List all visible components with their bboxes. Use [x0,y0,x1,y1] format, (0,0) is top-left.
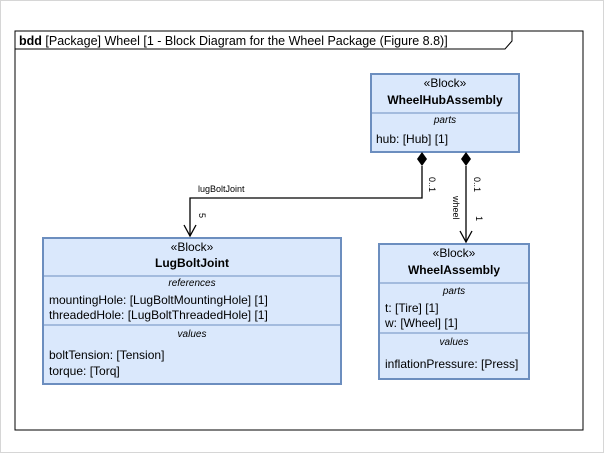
lug-ref-threaded-hole: threadedHole: [LugBoltThreadedHole] [1] [49,308,268,322]
wheel-block-name: WheelAssembly [407,263,501,277]
diagram-frame [14,30,584,431]
frame-keyword: bdd [19,34,42,48]
hub-block-name: WheelHubAssembly [387,93,503,107]
arrowhead [459,230,473,244]
role-label-wheel: wheel [451,195,461,220]
arrowhead [183,224,197,238]
wheel-compartment-label-parts: parts [442,286,466,297]
block-lug-bolt-joint[interactable] [42,237,342,385]
lug-compartment-label-references: references [168,278,216,289]
lug-value-bolt-tension: boltTension: [Tension] [49,348,165,362]
block-wheel-assembly[interactable] [378,243,530,380]
wheel-compartment-label-values: values [439,337,469,348]
role-label-lug-bolt-joint: lugBoltJoint [198,184,245,194]
hub-stereotype: «Block» [423,76,467,90]
hub-part-hub: hub: [Hub] [1] [376,132,449,146]
multiplicity-wheel-target: 1 [474,216,484,221]
wheel-part-wheel: w: [Wheel] [1] [385,316,458,330]
multiplicity-wheel-source: 0..1 [472,177,482,192]
lug-value-torque: torque: [Torq] [49,364,120,378]
block-wheel-hub-assembly[interactable] [370,73,520,153]
wheel-part-tire: t: [Tire] [1] [385,301,439,315]
wheel-stereotype: «Block» [432,246,476,260]
wheel-value-inflation-pressure: inflationPressure: [Press] [385,357,519,371]
lug-compartment-label-values: values [177,329,207,340]
lug-block-name: LugBoltJoint [155,256,229,270]
frame-label: bdd [Package] Wheel [1 - Block Diagram f… [19,33,448,49]
frame-title: [Package] Wheel [1 - Block Diagram for t… [45,34,448,48]
multiplicity-lug-source: 0..1 [427,177,437,192]
association-lug-bolt-joint[interactable] [183,152,427,238]
multiplicity-lug-target: 5 [197,213,207,218]
frame-tab [15,31,513,50]
association-wheel[interactable] [459,152,473,244]
hub-compartment-label: parts [433,115,457,126]
composition-diamond [417,152,427,166]
composition-diamond [461,152,471,166]
lug-ref-mounting-hole: mountingHole: [LugBoltMountingHole] [1] [49,293,268,307]
lug-stereotype: «Block» [170,240,214,254]
